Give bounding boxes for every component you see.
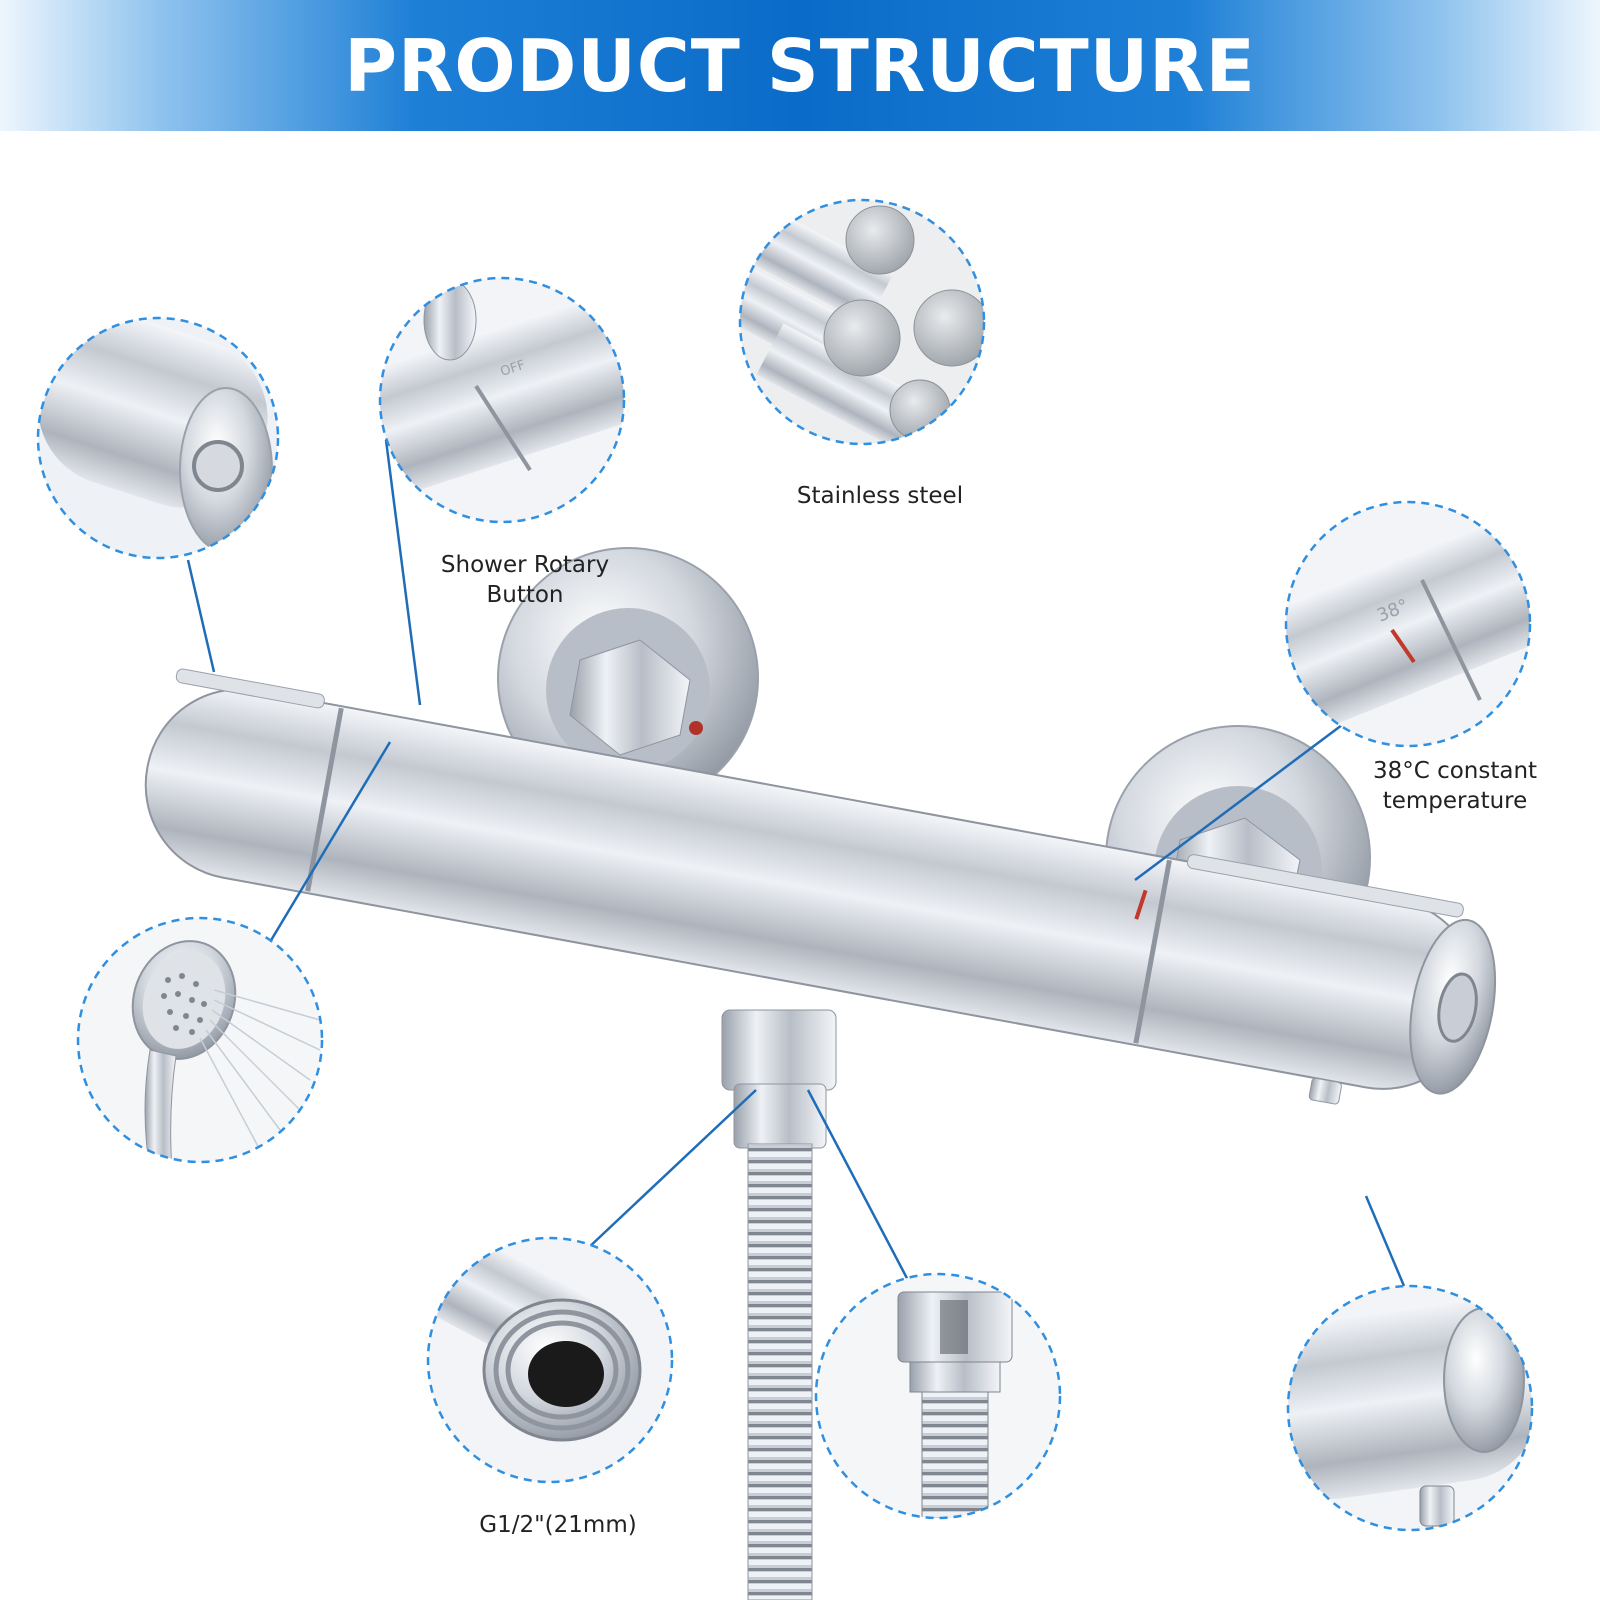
- hose-nut-icon: [814, 1272, 1062, 1520]
- hand-shower-icon: [76, 916, 324, 1164]
- rotary-button-label-line2: Button: [486, 582, 564, 608]
- rotary-button-detail-icon[interactable]: OFF: [317, 276, 681, 526]
- stainless-steel-rods-icon: [738, 198, 986, 446]
- header-banner: PRODUCT STRUCTURE: [0, 0, 1600, 131]
- temperature-label-line1: 38°C constant: [1372, 758, 1538, 784]
- thread-size-label: G1/2"(21mm): [479, 1512, 637, 1538]
- page-title: PRODUCT STRUCTURE: [344, 23, 1256, 108]
- temperature-label-line2: temperature: [1382, 788, 1528, 814]
- left-wall-escutcheon: [497, 547, 759, 809]
- mixer-body: [144, 668, 1497, 1105]
- rotary-button-label-line1: Shower Rotary: [440, 552, 610, 578]
- rotary-button-label: Shower Rotary Button: [400, 550, 650, 610]
- stainless-steel-label: Stainless steel: [796, 483, 964, 509]
- off-marking: OFF: [499, 358, 528, 380]
- end-cap-detail-icon: [36, 316, 280, 560]
- bottom-outlet-detail-icon: [1286, 1284, 1534, 1532]
- temperature-label: 38°C constant temperature: [1340, 756, 1570, 816]
- bottom-outlet: [721, 1009, 837, 1600]
- leader-lines: [186, 439, 1406, 1287]
- temperature-dial-detail-icon[interactable]: 38°: [1228, 500, 1592, 750]
- thread-connector-icon: [426, 1236, 674, 1484]
- thermostatic-mixer-icon: [144, 547, 1497, 1600]
